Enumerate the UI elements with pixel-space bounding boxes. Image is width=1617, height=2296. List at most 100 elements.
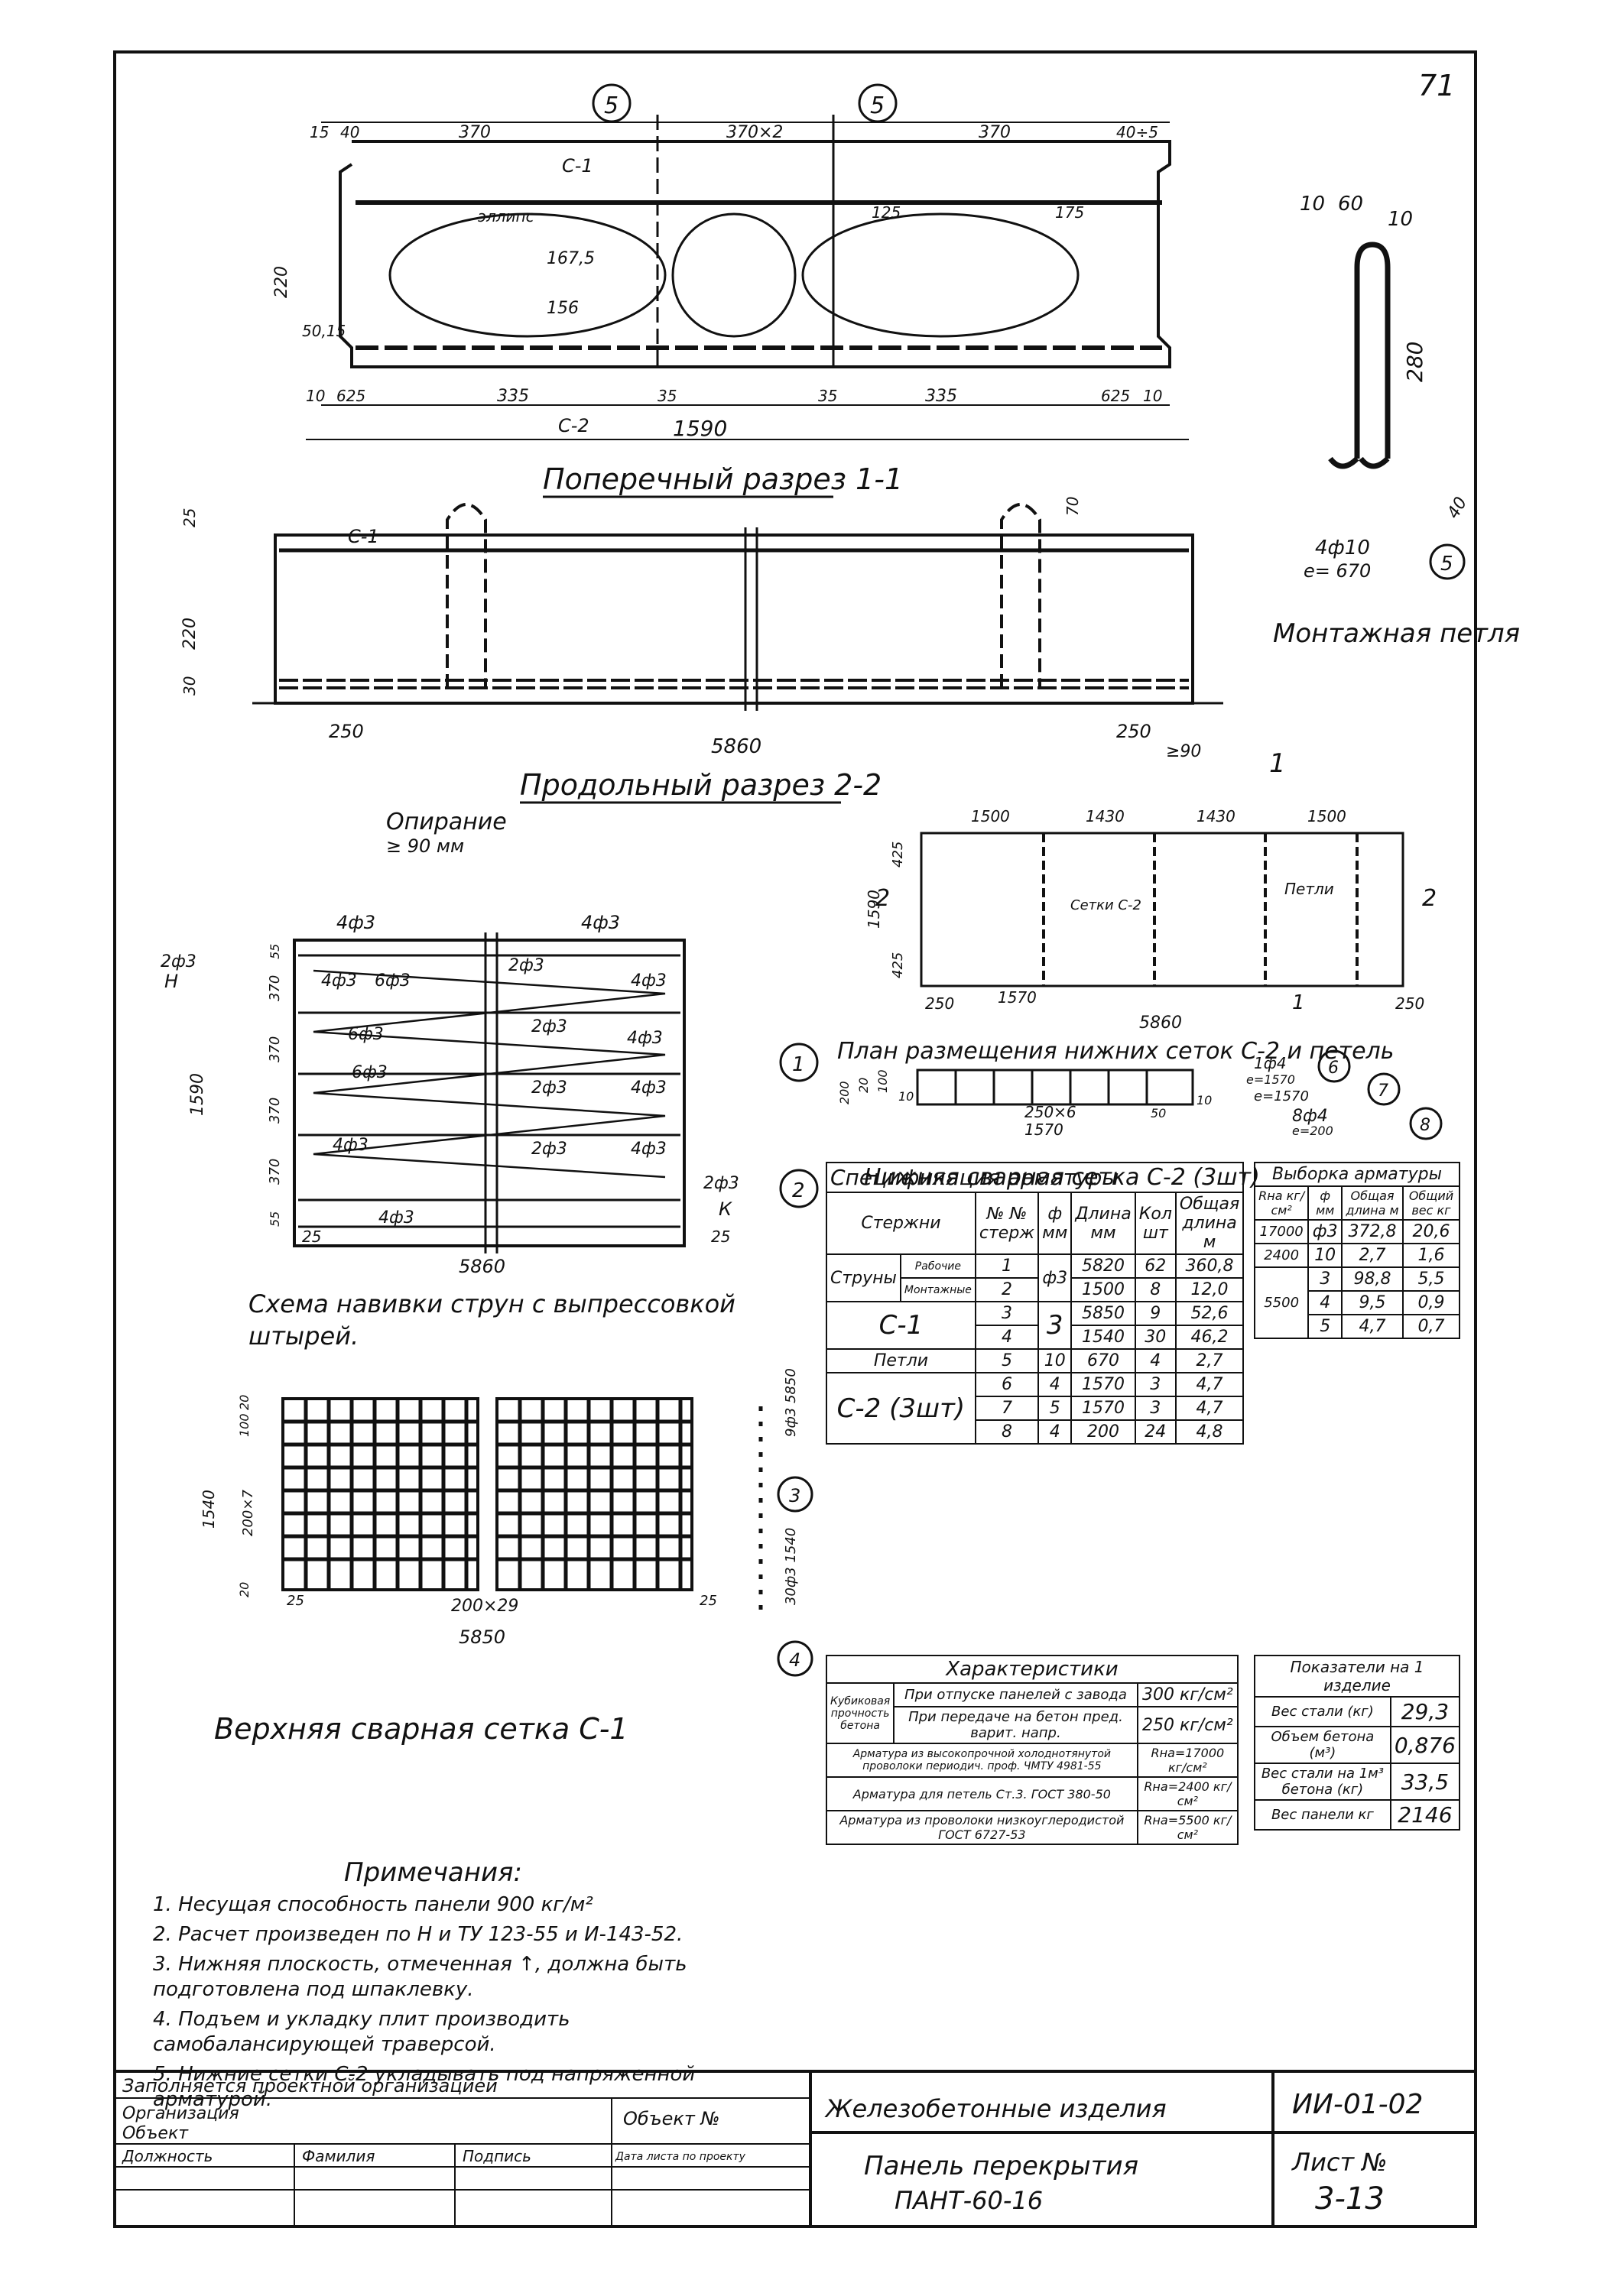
sel-r0-w: 20,6	[1401, 1219, 1461, 1244]
char-r1-label: При передаче на бетон пред. варит. напр.	[893, 1706, 1138, 1744]
cross-dim-inner-5: 125	[872, 203, 901, 222]
sel-r2-d: 3	[1307, 1266, 1343, 1292]
sel-r3-d: 4	[1307, 1290, 1343, 1315]
c2-dim-6: 20	[856, 1078, 871, 1093]
cross-dim-top-4: 370	[979, 123, 1011, 142]
char-r3-value: Rна=2400 кг/см²	[1136, 1776, 1239, 1811]
cross-dim-bot-6: 625	[1101, 387, 1130, 405]
cross-height: 220	[272, 266, 291, 298]
sel-r2-r: 5500	[1253, 1266, 1310, 1339]
strand-left-0: 55	[268, 944, 282, 959]
ind-r2-label: Вес стали на 1м³ бетона (кг)	[1254, 1763, 1391, 1801]
strand-callout-2: 2	[792, 1179, 805, 1202]
cross-dim-bot-5: 335	[925, 387, 957, 406]
note-2: 2. Расчет произведен по Н и ТУ 123-55 и …	[153, 1923, 683, 1946]
c2-dim-0: 200	[837, 1081, 852, 1104]
spec-r1-total: 12,0	[1174, 1277, 1245, 1302]
c2-legend-7-note: е=1570	[1254, 1088, 1309, 1104]
c2-legend-8-note: е=200	[1292, 1124, 1333, 1138]
title-block-frame	[115, 2070, 1476, 2226]
strand-row-11: 4ф3	[333, 1136, 369, 1155]
plan-dim-bot-1: 1570	[998, 988, 1037, 1007]
char-r4-value: Rна=5500 кг/см²	[1136, 1810, 1239, 1845]
spec-r6-qty: 3	[1134, 1396, 1177, 1421]
spec-r6-d: 5	[1037, 1396, 1073, 1421]
c2-callout-6: 6	[1328, 1059, 1339, 1078]
spec-r4-total: 2,7	[1174, 1348, 1245, 1373]
strand-left-1: 370	[267, 975, 283, 1001]
long-label-c1: С-1	[348, 526, 379, 547]
tb-surname: Фамилия	[302, 2147, 375, 2165]
strand-row-14: 4ф3	[378, 1208, 414, 1227]
notes-title: Примечания:	[344, 1857, 522, 1888]
ind-r0-value: 29,3	[1389, 1696, 1461, 1727]
loop-dim-0: 10	[1300, 193, 1325, 216]
selection-table: Выборка арматуры Rна кг/см² ф мм Общая д…	[1253, 1162, 1461, 1339]
loop-dim-2: 10	[1388, 208, 1413, 231]
spec-r0-qty: 62	[1134, 1253, 1177, 1279]
loop-callout: 5	[1440, 553, 1453, 576]
spec-r3-no: 4	[974, 1325, 1040, 1350]
spec-r5-len: 1570	[1070, 1372, 1136, 1397]
spec-r4-qty: 4	[1134, 1348, 1177, 1373]
spec-r0-group: Струны	[826, 1253, 901, 1302]
sel-r1-r: 2400	[1253, 1243, 1310, 1268]
spec-r4-d: 10	[1037, 1348, 1073, 1373]
loop-dim-3: 280	[1402, 342, 1427, 382]
plan-dim-top-2: 1430	[1197, 807, 1235, 825]
c1-side-0: 9ф3 5850	[783, 1368, 799, 1437]
strand-row-13: 4ф3	[631, 1140, 667, 1159]
spec-r6-total: 4,7	[1174, 1396, 1245, 1421]
tb-name: Панель перекрытия	[864, 2151, 1138, 2181]
sel-r1-w: 1,6	[1401, 1243, 1461, 1268]
loop-length: е= 670	[1304, 560, 1371, 582]
ind-title: Показатели на 1 изделие	[1254, 1655, 1460, 1698]
strand-bot-2: 25	[711, 1227, 730, 1246]
spec-r5-group: С-2 (3шт)	[826, 1372, 976, 1445]
spec-r0-no: 1	[974, 1253, 1040, 1279]
cross-dim-top-1: 40	[340, 123, 359, 141]
c2-legend-6-note: е=1570	[1246, 1072, 1295, 1087]
notes: Примечания: 1. Несущая способность панел…	[153, 1857, 795, 2117]
long-dim-0: 25	[180, 508, 199, 527]
tb-org: Организация	[122, 2104, 239, 2123]
c1-left-3: 200×7	[240, 1490, 256, 1536]
strand-left-4: 370	[267, 1159, 283, 1185]
strand-row-2: 6ф3	[375, 971, 411, 991]
sel-r4-len: 4,7	[1341, 1314, 1404, 1339]
c1-left-1: 100	[237, 1413, 252, 1437]
spec-r1-sub: Монтажные	[899, 1277, 976, 1302]
cross-label-c2: С-2	[558, 415, 589, 436]
spec-r3-total: 46,2	[1174, 1325, 1245, 1350]
sel-r1-d: 10	[1307, 1243, 1343, 1268]
c1-callout-4: 4	[789, 1649, 800, 1671]
sel-r4-w: 0,7	[1401, 1314, 1461, 1339]
cross-dim-inner-7: 50,15	[302, 322, 346, 340]
plan-dim-bot-2: 5860	[1139, 1013, 1182, 1033]
spec-r4-len: 670	[1070, 1348, 1136, 1373]
ind-r3-label: Вес панели кг	[1254, 1799, 1391, 1831]
loop-dim-1: 60	[1338, 193, 1363, 216]
cross-dim-bot-0: 10	[306, 387, 325, 405]
sel-r4-d: 5	[1307, 1314, 1343, 1339]
sel-r3-len: 9,5	[1341, 1290, 1404, 1315]
sel-h-1: ф мм	[1307, 1185, 1343, 1221]
c2-dim-7: 100	[875, 1069, 890, 1093]
page-number: 71	[1418, 69, 1455, 102]
spec-r2-group: С-1	[826, 1301, 976, 1350]
spec-r1-no: 2	[974, 1277, 1040, 1302]
cross-section: 5 5 15 40 370 370×2 370 40÷5 С-1 эллипс …	[272, 83, 1189, 498]
strand-left-3: 370	[267, 1098, 283, 1124]
c1-left-0: 20	[237, 1395, 252, 1410]
c1-title: Верхняя сварная сетка С-1	[214, 1712, 628, 1746]
plan-section-left: 2	[875, 885, 890, 912]
c2-dim-4: 1570	[1024, 1120, 1063, 1139]
strand-mark-start: Н	[164, 971, 178, 992]
spec-h-4: Кол шт	[1134, 1192, 1177, 1255]
sel-h-3: Общий вес кг	[1401, 1185, 1461, 1221]
strand-scheme: 4ф3 4ф3 2ф3 4ф3 6ф3 2ф3 4ф3 6ф3 2ф3 4ф3 …	[161, 912, 819, 1351]
cross-dim-inner-1: 156	[547, 299, 579, 318]
c2-legend-6-spec: 1ф4	[1254, 1054, 1287, 1072]
spec-r0-total: 360,8	[1174, 1253, 1245, 1279]
